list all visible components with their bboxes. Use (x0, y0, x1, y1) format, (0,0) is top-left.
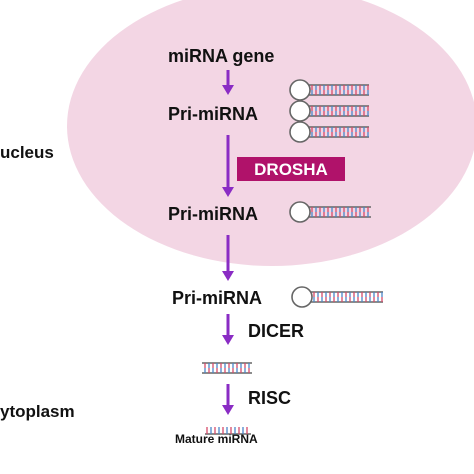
label-drosha: DROSHA (254, 160, 328, 179)
label-pri-mirna-2: Pri-miRNA (168, 204, 258, 224)
pri-mirna-hairpin-1b (289, 100, 369, 122)
process-arrows (222, 70, 234, 415)
mature-mirna-strand (205, 427, 251, 435)
arrow-dicer (222, 314, 234, 345)
label-cytoplasm: ytoplasm (0, 402, 75, 421)
label-mature-mirna: Mature miRNA (175, 432, 258, 446)
drosha-box (237, 157, 345, 181)
label-pri-mirna-1: Pri-miRNA (168, 104, 258, 124)
label-mirna-gene: miRNA gene (168, 46, 274, 66)
pri-mirna-hairpin-1a (289, 79, 369, 101)
pri-mirna-hairpin-1c (289, 121, 369, 143)
label-pri-mirna-3: Pri-miRNA (172, 288, 262, 308)
pri-mirna-hairpin-2 (289, 201, 371, 223)
label-dicer: DICER (248, 321, 304, 341)
pri-mirna-hairpin-3 (291, 286, 383, 308)
arrow-drosha (222, 135, 234, 197)
rna-structures (202, 79, 383, 435)
arrow-gene-to-pri (222, 70, 234, 95)
label-nucleus: ucleus (0, 143, 54, 162)
nucleus-ellipse (67, 0, 474, 266)
label-risc: RISC (248, 388, 291, 408)
arrow-risc (222, 384, 234, 415)
mirna-duplex (202, 362, 252, 374)
arrow-nucleus-export (222, 235, 234, 281)
